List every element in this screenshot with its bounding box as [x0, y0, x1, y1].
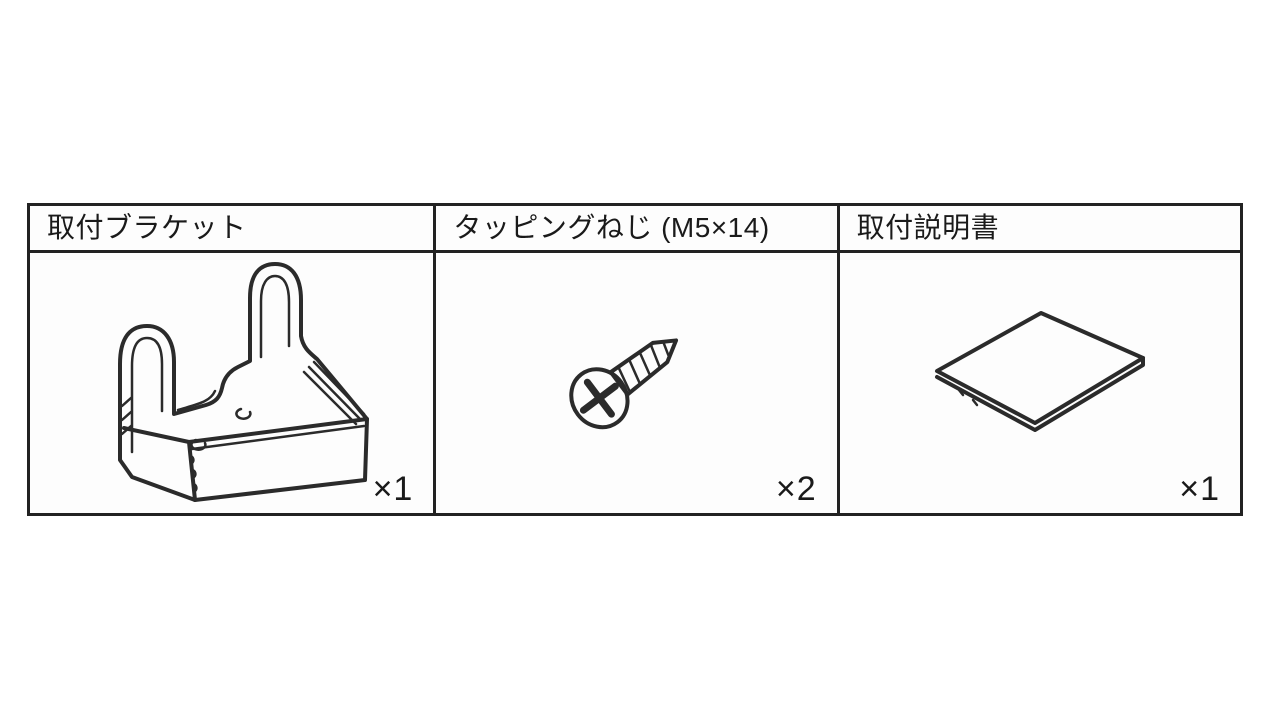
quantity-manual: ×1 [1179, 470, 1220, 508]
tapping-screw-icon [569, 338, 679, 430]
instruction-manual-icon [934, 311, 1145, 432]
supplied-parts-table: 取付ブラケット タッピングねじ (M5×14) 取付説明書 [27, 203, 1243, 516]
part-name-bracket: 取付ブラケット [30, 206, 434, 253]
quantity-screw: ×2 [775, 470, 817, 508]
part-name-screw: タッピングねじ (M5×14) [433, 206, 837, 253]
mounting-bracket-icon [118, 262, 369, 502]
quantity-bracket: ×1 [372, 470, 414, 508]
part-cell-bracket: ×1 [30, 253, 433, 513]
part-cell-manual: ×1 [836, 253, 1240, 513]
part-cell-screw: ×2 [433, 253, 836, 513]
part-name-manual: 取付説明書 [836, 206, 1240, 253]
